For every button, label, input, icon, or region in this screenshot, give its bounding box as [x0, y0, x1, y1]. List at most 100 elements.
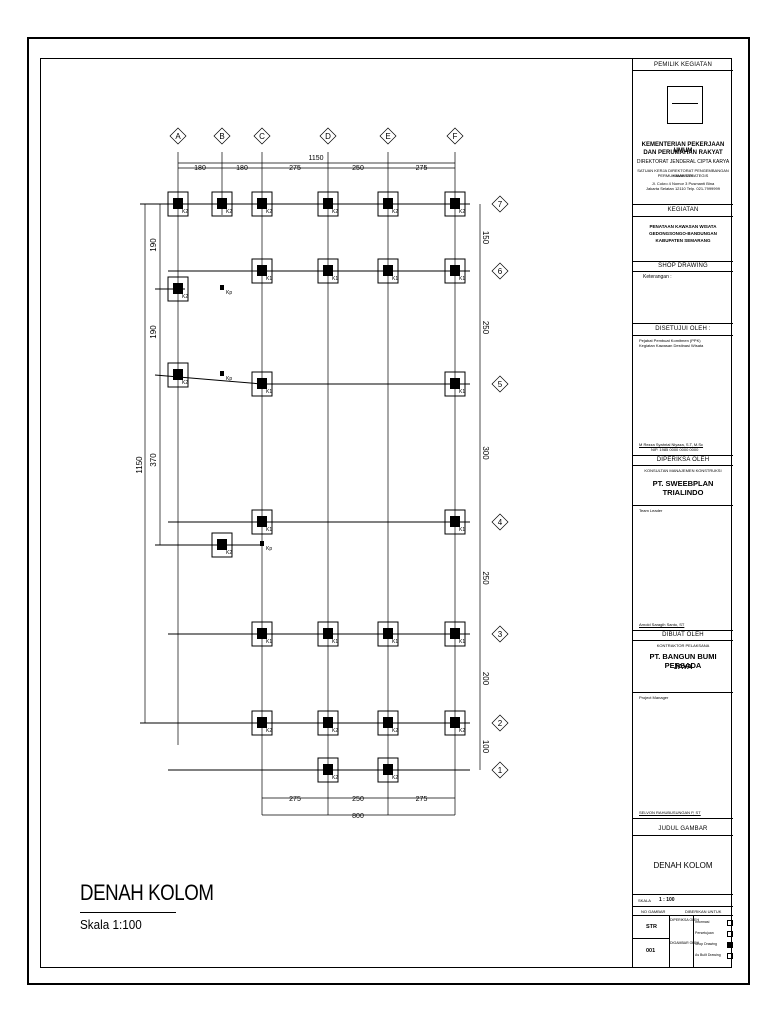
axis-label-E: E — [385, 132, 390, 141]
directorate: DIREKTORAT JENDERAL CIPTA KARYA — [636, 159, 730, 165]
column-D3-tag: K1 — [332, 639, 338, 645]
column-F3-outline — [444, 621, 466, 647]
column-F4-core — [450, 516, 460, 527]
column-C5-outline — [251, 371, 273, 397]
column-F2-tag: K2 — [459, 728, 465, 734]
drawing-frame — [40, 58, 732, 968]
ministry-line2: DAN PERUMAHAN RAKYAT — [643, 150, 723, 156]
right-dim-3: 250 — [481, 571, 490, 585]
address1: Jl. Cokro 4 Nomor 3 Pusmanti Bina — [651, 181, 715, 186]
axis-bubble-7 — [491, 195, 509, 213]
sub-line1: SATUAN KERJA DIREKTORAT PENGEMBANGAN KAW… — [637, 168, 729, 178]
title-block-drawing-title: DENAH KOLOM — [653, 861, 713, 870]
axis-bubble-6 — [491, 262, 509, 280]
code-value: STR — [646, 924, 657, 930]
column-C2-core — [257, 717, 267, 728]
extra-column-2-tag: K2 — [226, 550, 232, 556]
extra-column-0-outline — [167, 276, 189, 302]
drawn-by-label: DIGAMBAR OLEH — [670, 941, 700, 945]
column-C6-core — [257, 265, 267, 276]
column-F7-core — [450, 198, 460, 209]
column-D1-tag: K2 — [332, 775, 338, 781]
column-E7-outline — [377, 191, 399, 217]
column-D6-core — [323, 265, 333, 276]
column-E6-tag: K1 — [392, 276, 398, 282]
activity1: PENATAAN KAWASAN WISATA — [649, 224, 717, 229]
column-C2-outline — [251, 710, 273, 736]
column-F6-core — [450, 265, 460, 276]
column-F6-tag: K1 — [459, 276, 465, 282]
column-A7-core — [173, 198, 183, 209]
column-F3-core — [450, 628, 460, 639]
kp-column-2 — [260, 541, 264, 546]
column-E2-core — [383, 717, 393, 728]
made-name: SELVON RAHUBUSUNGAN P, ST — [639, 810, 701, 815]
column-D3-outline — [317, 621, 339, 647]
axis-label-D: D — [325, 132, 331, 141]
axis-label-C: C — [259, 132, 265, 141]
checked-head: DIPERIKSA OLEH — [656, 457, 710, 463]
grid-line-5a — [154, 374, 263, 385]
option-asbuilt-box — [727, 953, 733, 959]
approved-line1: Pejabat Pembuat Komitmen (PPK) — [639, 338, 701, 343]
column-F5-tag: K1 — [459, 389, 465, 395]
activity2: GEDONGSONGO-BANDUNGAN — [649, 231, 717, 236]
column-E2-tag: K2 — [392, 728, 398, 734]
made-head: DIBUAT OLEH — [662, 632, 704, 638]
made-role: Project Manager — [639, 695, 669, 700]
shop-drawing-head: SHOP DRAWING — [658, 263, 708, 269]
column-F4-tag: K1 — [459, 527, 465, 533]
checked-company: PT. SWEEBPLAN TRIALINDO — [652, 479, 714, 497]
extra-column-2-outline — [211, 532, 233, 558]
option-info-box — [727, 920, 733, 926]
top-dim-0: 180 — [194, 165, 206, 172]
ministry-logo — [667, 86, 703, 124]
column-D6-tag: K1 — [332, 276, 338, 282]
option-asbuilt: As Built Drawing — [695, 953, 721, 957]
drawing-title: DENAH KOLOM — [80, 880, 214, 905]
column-C4-outline — [251, 509, 273, 535]
sub-line2: PERMUKIMAN STRATEGIS — [657, 173, 709, 178]
column-D2-tag: K2 — [332, 728, 338, 734]
column-D6-outline — [317, 258, 339, 284]
drawing-scale: Skala 1:100 — [80, 917, 142, 932]
column-E7-core — [383, 198, 393, 209]
kp-column-1 — [220, 371, 224, 376]
column-D2-core — [323, 717, 333, 728]
column-C3-core — [257, 628, 267, 639]
top-dim-1: 180 — [236, 165, 248, 172]
extra-column-0-core — [173, 283, 183, 294]
column-E3-outline — [377, 621, 399, 647]
extra-column-1-core — [173, 369, 183, 380]
top-dim-4: 275 — [416, 165, 428, 172]
ministry-line1: KEMENTERIAN PEKERJAAN UMUM — [641, 142, 725, 154]
axis-bubble-D — [319, 127, 337, 145]
column-E3-core — [383, 628, 393, 639]
drawing-title-head: JUDUL GAMBAR — [658, 826, 708, 832]
activity-head: KEGIATAN — [667, 207, 699, 213]
top-dim-2: 275 — [289, 165, 301, 172]
axis-bubble-2 — [491, 714, 509, 732]
column-D7-core — [323, 198, 333, 209]
option-info: Informasi — [695, 920, 710, 924]
axis-label-4: 4 — [498, 518, 503, 527]
bottom-total-dim: 800 — [352, 813, 364, 820]
column-C6-tag: K1 — [266, 276, 272, 282]
made-company2: JAYA — [673, 662, 693, 671]
column-F7-outline — [444, 191, 466, 217]
top-total-dim: 1150 — [308, 155, 323, 162]
column-C3-outline — [251, 621, 273, 647]
column-C7-outline — [251, 191, 273, 217]
approved-head: DISETUJUI OLEH : — [655, 326, 711, 332]
column-E3-tag: K1 — [392, 639, 398, 645]
owner-head: PEMILIK KEGIATAN — [654, 62, 712, 68]
checked-name: Arnold Saragih Santo, ST — [639, 622, 685, 627]
column-C5-tag: K1 — [266, 389, 272, 395]
column-C5-core — [257, 378, 267, 389]
kp-tag-0: Kp — [226, 290, 232, 296]
column-D1-core — [323, 764, 333, 775]
left-total-dim: 1150 — [135, 456, 144, 474]
top-dim-3: 250 — [352, 165, 364, 172]
column-C2-tag: K2 — [266, 728, 272, 734]
left-dim-1: 190 — [149, 325, 158, 339]
